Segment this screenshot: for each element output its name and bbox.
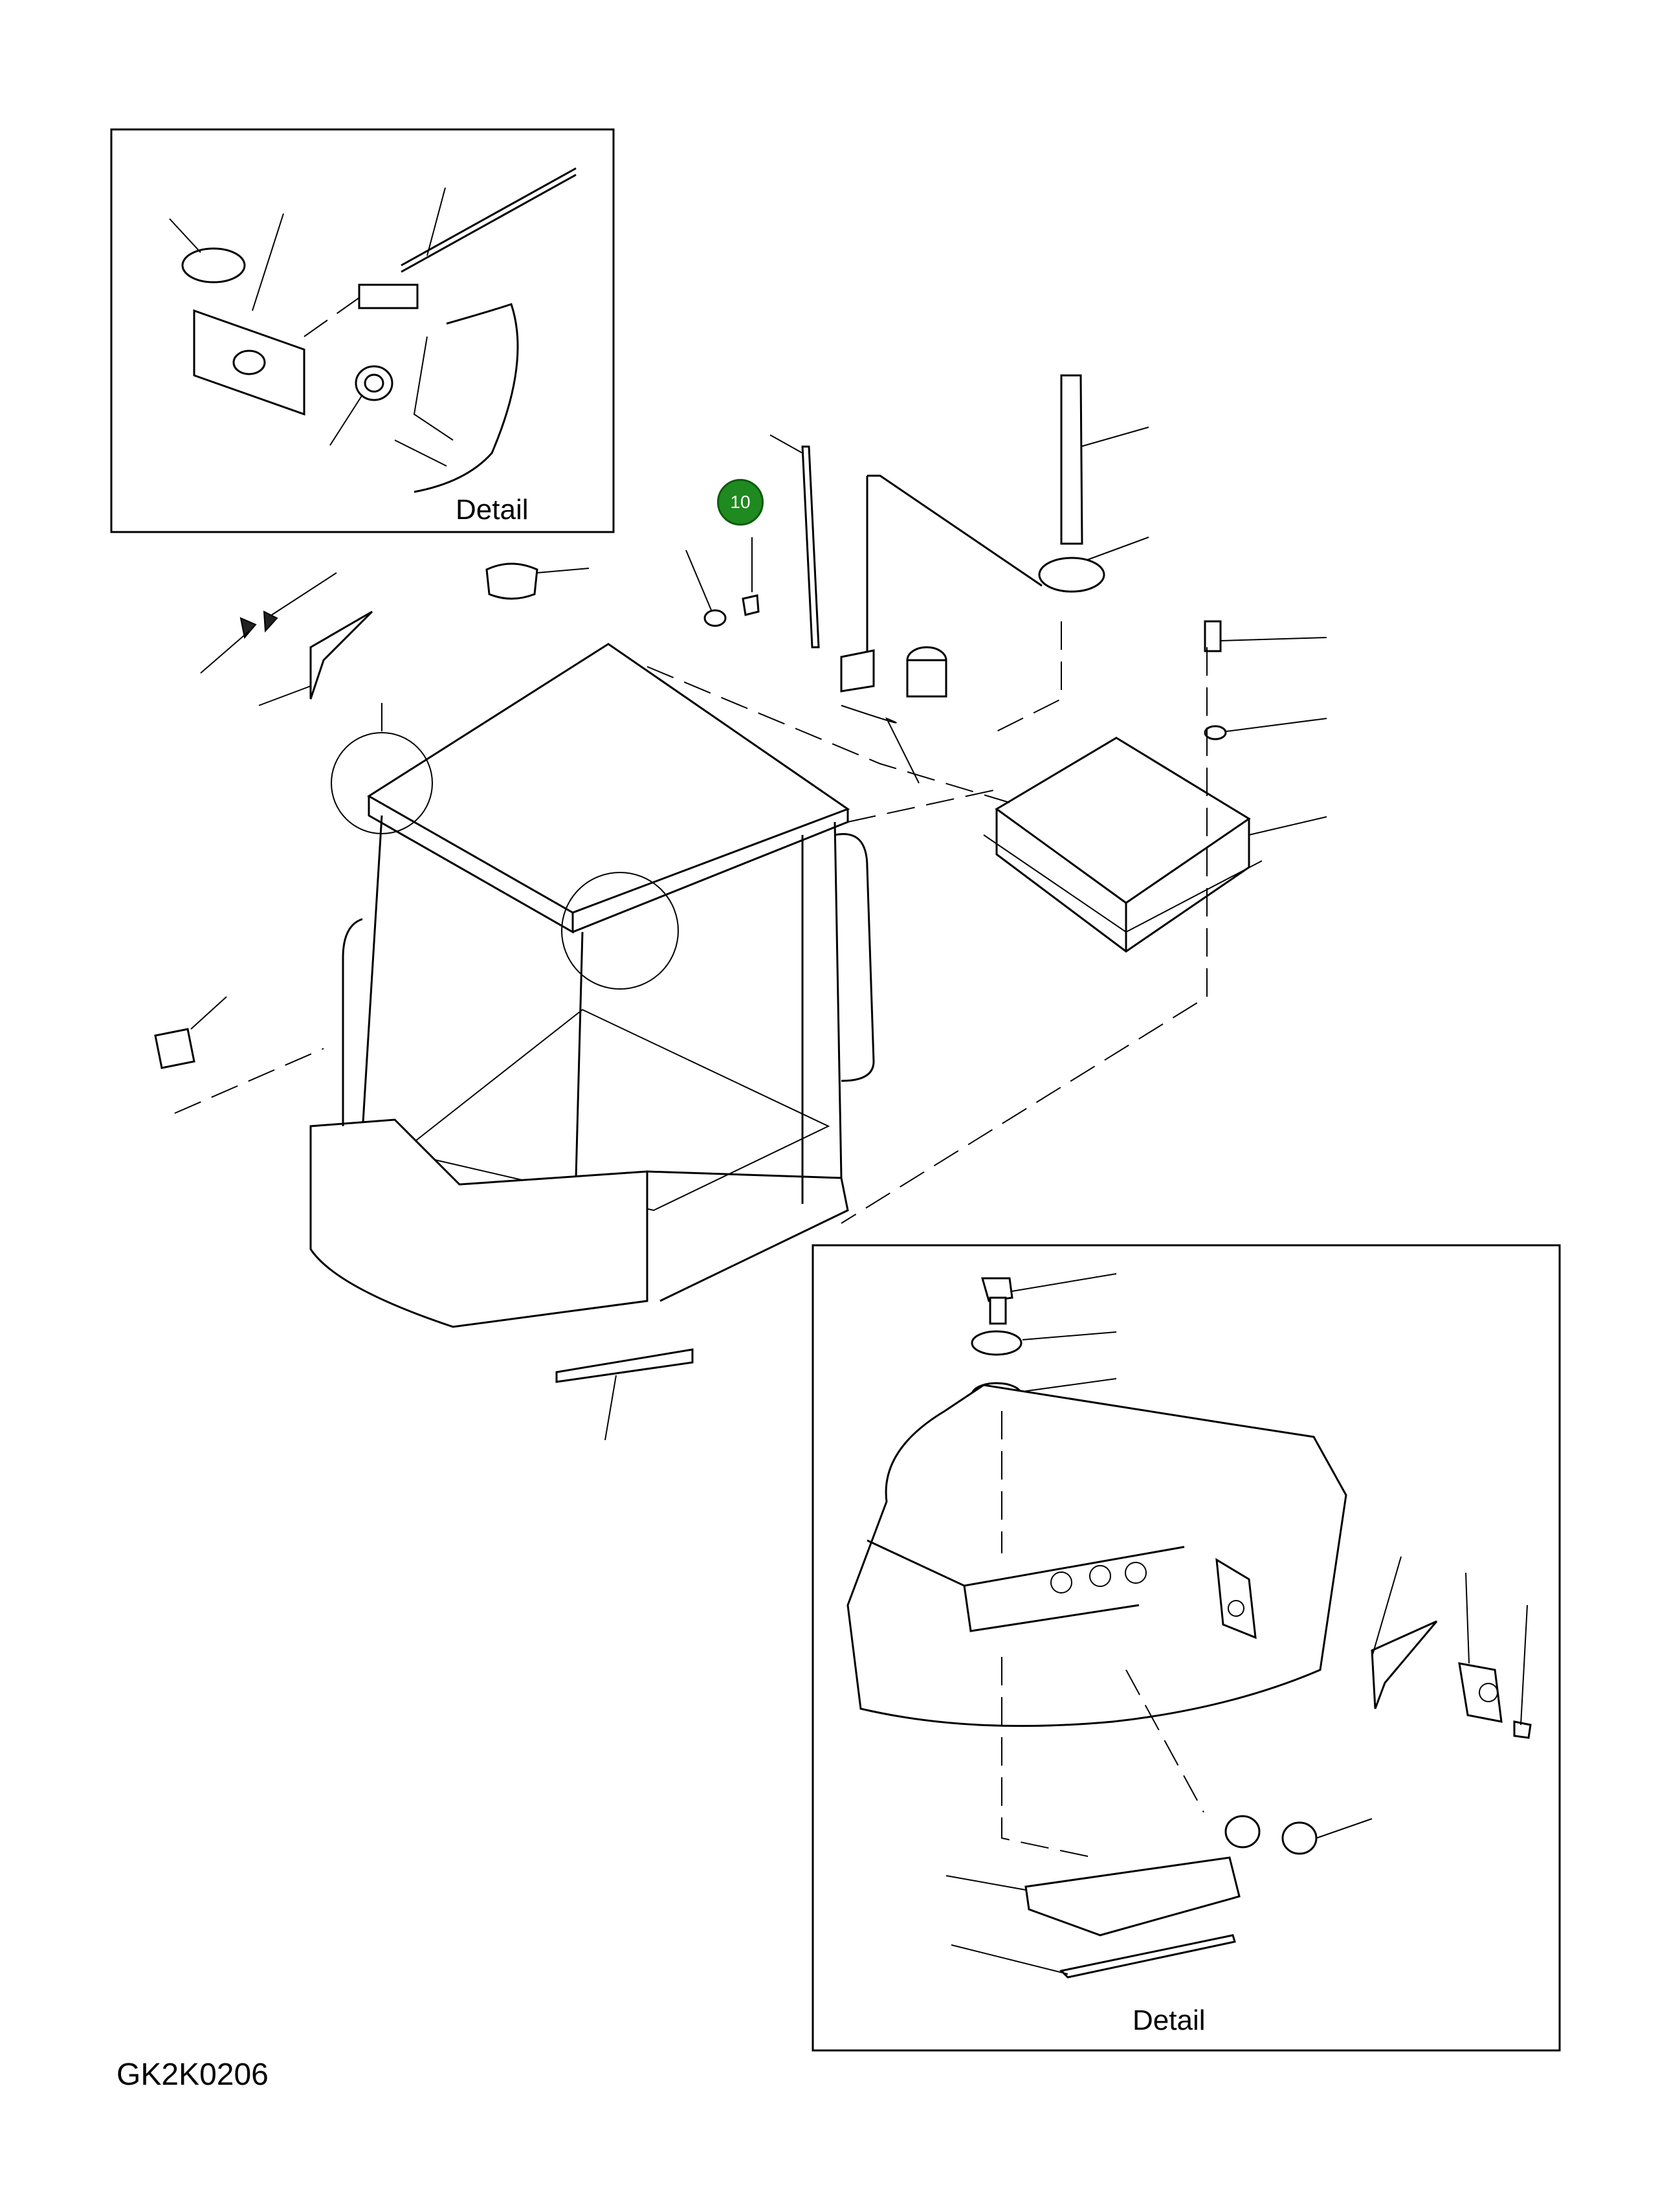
cap: [485, 562, 538, 600]
detail-plug-1: [1224, 1815, 1261, 1848]
detail-hex-bolt: [981, 1277, 1013, 1302]
mounting-plate: [193, 309, 305, 416]
antenna-base: [1038, 557, 1105, 593]
detail-seal-strip: [1059, 1934, 1236, 1979]
detail-cover-plate: [1024, 1856, 1241, 1937]
callout-number-10[interactable]: 10: [717, 479, 764, 526]
grommet: [355, 365, 393, 401]
frame-section: [846, 1384, 1347, 1727]
drawing-code: GK2K0206: [116, 2058, 269, 2092]
connector-plug: [154, 1028, 195, 1069]
control-unit: [995, 737, 1251, 904]
weather-strip: [801, 445, 820, 649]
cab-roof: [367, 643, 850, 914]
flat-washer: [1204, 725, 1227, 740]
hex-bolt: [1204, 620, 1222, 652]
left-parts: [154, 572, 373, 1114]
bolt: [742, 594, 760, 616]
antenna-rod: [401, 167, 577, 267]
detail-box-bottom-right: [812, 1244, 1561, 2052]
detail-switch: [1458, 1662, 1503, 1723]
detail-label-bottom: Detail: [1133, 2004, 1206, 2036]
washer: [703, 609, 727, 627]
controller-box: [983, 620, 1327, 953]
bracket-left: [309, 610, 373, 700]
antenna-mast: [1060, 374, 1083, 545]
detail-plug-2: [1281, 1821, 1318, 1855]
assembly-lines: [381, 621, 1208, 1224]
detail-screw: [1513, 1720, 1532, 1739]
detail-box-top-left: [110, 128, 615, 533]
detail-label-top: Detail: [456, 494, 529, 526]
detail-bracket: [1371, 1620, 1438, 1709]
cab-assembly: [309, 643, 875, 1441]
step-bar: [555, 1348, 694, 1383]
clamp-ring: [181, 247, 246, 283]
roof-parts: [485, 374, 1149, 784]
cab-lower-body: [309, 1118, 648, 1328]
detail-washer-1: [971, 1330, 1022, 1356]
